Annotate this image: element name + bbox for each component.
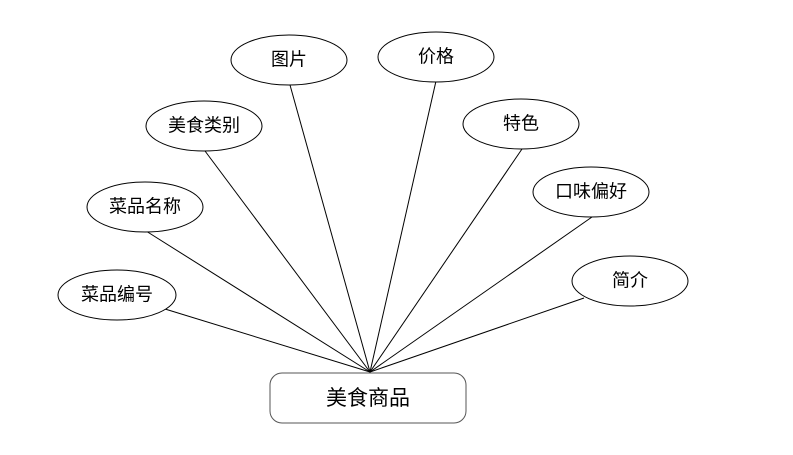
attribute-ellipse [377, 31, 495, 83]
entity-box [269, 372, 467, 424]
connector-dish-name [145, 230, 371, 373]
attribute-label: 特色 [503, 114, 539, 135]
attribute-dish-id: 菜品编号 [57, 269, 177, 321]
connector-introduction [369, 297, 585, 373]
connector-price [369, 80, 437, 373]
attribute-feature: 特色 [462, 98, 580, 150]
entity-label: 美食商品 [326, 386, 410, 410]
attribute-introduction: 简介 [571, 255, 689, 307]
attribute-ellipse [145, 100, 263, 152]
attribute-image: 图片 [230, 34, 348, 86]
attribute-dish-name: 菜品名称 [86, 181, 204, 233]
attribute-label: 简介 [612, 271, 648, 292]
attribute-ellipse [532, 166, 650, 218]
attribute-ellipse [462, 98, 580, 150]
attribute-food-category: 美食类别 [145, 100, 263, 152]
attribute-label: 口味偏好 [555, 182, 627, 203]
connector-food-category [204, 150, 371, 373]
attribute-label: 菜品编号 [81, 285, 153, 306]
attribute-label: 美食类别 [168, 116, 240, 137]
connector-dish-id [164, 308, 371, 373]
connector-feature [369, 148, 523, 373]
entity-food-product: 美食商品 [269, 372, 467, 424]
attribute-ellipse [57, 269, 177, 321]
attribute-ellipse [230, 34, 348, 86]
attribute-taste-preference: 口味偏好 [532, 166, 650, 218]
attribute-label: 菜品名称 [109, 197, 181, 218]
attribute-label: 价格 [418, 47, 454, 68]
connector-taste-preference [369, 216, 593, 373]
connector-lines [145, 80, 593, 373]
connector-image [289, 84, 371, 373]
attribute-ellipse [571, 255, 689, 307]
attribute-label: 图片 [271, 50, 307, 71]
attribute-price: 价格 [377, 31, 495, 83]
attribute-ellipse [86, 181, 204, 233]
